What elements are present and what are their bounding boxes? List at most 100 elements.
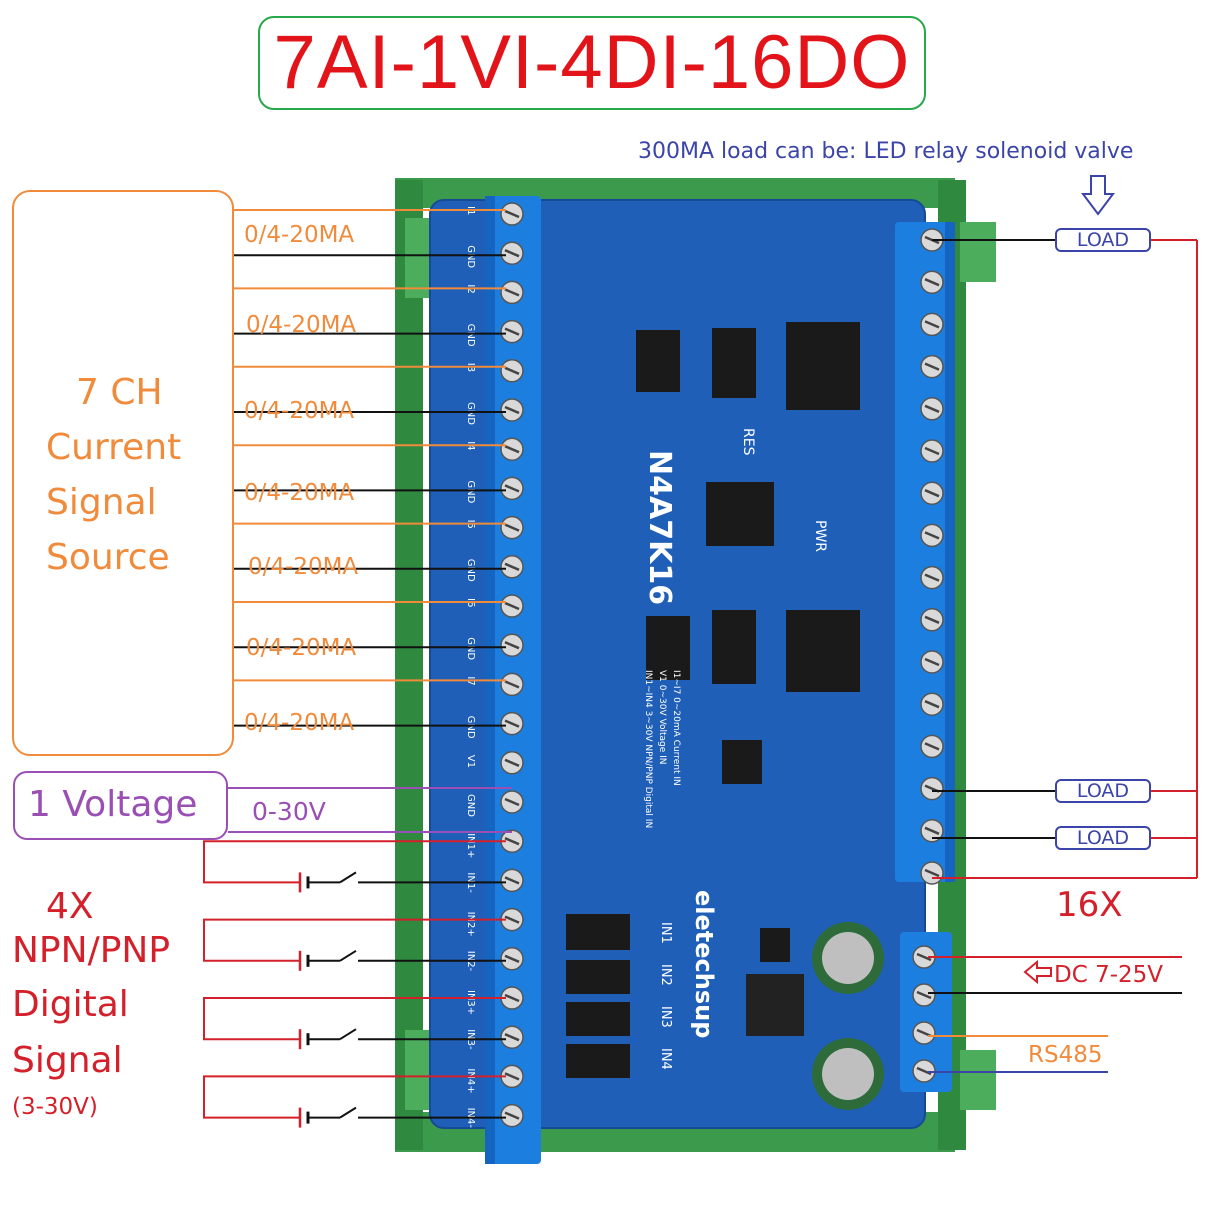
left-terminal-screw[interactable] (500, 790, 524, 814)
power-terminal-screw[interactable] (912, 983, 936, 1007)
channel-4-range: 0/4-20MA (244, 480, 355, 506)
terminal-label: GND (465, 480, 476, 503)
left-terminal-screw[interactable] (500, 437, 524, 461)
output-terminal-screw[interactable] (920, 650, 944, 674)
switch-blade (339, 871, 357, 884)
terminal-label: GND (465, 637, 476, 660)
digital-input-loop (203, 1075, 506, 1119)
left-terminal-screw[interactable] (500, 751, 524, 775)
output-terminal-screw[interactable] (920, 861, 944, 885)
digital-input-loop (203, 918, 506, 962)
down-arrow-icon (1081, 175, 1115, 216)
output-wires (932, 175, 1198, 879)
output-terminal-screw[interactable] (920, 692, 944, 716)
left-terminal-screw[interactable] (500, 1064, 524, 1089)
in3-label: IN3 (658, 1006, 673, 1028)
left-terminal-screw[interactable] (500, 280, 524, 305)
left-terminal-screw[interactable] (500, 515, 524, 540)
page-title: 7AI-1VI-4DI-16DO (273, 20, 911, 105)
right-terminal-strip (895, 222, 955, 1092)
power-value: DC 7-25V (1054, 962, 1164, 988)
voltage-input-wires (228, 787, 512, 833)
terminal-label: IN4+ (465, 1068, 476, 1093)
left-terminal-screw[interactable] (500, 907, 524, 932)
load-box-3: LOAD (1055, 826, 1151, 850)
terminal-label: V1 (465, 755, 476, 768)
output-terminal-screw[interactable] (920, 565, 944, 590)
channel-3-range: 0/4-20MA (244, 398, 355, 424)
power-terminal-screw[interactable] (912, 1021, 936, 1045)
left-terminal-screw[interactable] (500, 1025, 524, 1049)
pwr-label: PWR (812, 520, 828, 552)
current-source-line-4: Source (46, 537, 170, 578)
load-box-1: LOAD (1055, 228, 1151, 252)
output-terminal-screw[interactable] (920, 608, 944, 632)
output-terminal-screw[interactable] (920, 397, 944, 421)
left-terminal-screw[interactable] (500, 555, 524, 579)
rs485-label: RS485 (1028, 1042, 1103, 1068)
title-frame: 7AI-1VI-4DI-16DO (258, 16, 926, 110)
channel-2-range: 0/4-20MA (246, 312, 357, 338)
digital-line-1: 4X (46, 886, 94, 927)
in4-label: IN4 (658, 1048, 673, 1070)
left-terminal-screw[interactable] (500, 476, 524, 501)
terminal-label: GND (465, 245, 476, 268)
board-note-2: V1 0~30V Voltage IN (657, 670, 667, 765)
left-terminal-screw[interactable] (500, 202, 524, 226)
voltage-range: 0-30V (252, 797, 326, 826)
terminal-label: IN2+ (465, 912, 476, 937)
output-terminal-screw[interactable] (920, 270, 944, 294)
terminal-label: GND (465, 794, 476, 817)
power-label: DC 7-25V (1020, 962, 1163, 988)
digital-line-4: Signal (12, 1040, 123, 1081)
left-terminal-screw[interactable] (500, 594, 524, 618)
digital-input-wires (203, 840, 506, 1128)
terminal-label: GND (465, 402, 476, 425)
output-terminal-screw[interactable] (920, 439, 944, 463)
digital-input-loop (203, 840, 506, 884)
switch-blade (339, 1028, 357, 1041)
left-terminal-screw[interactable] (500, 633, 524, 657)
capacitors (812, 922, 884, 1110)
load-box-2: LOAD (1055, 779, 1151, 803)
channel-6-range: 0/4-20MA (246, 635, 357, 661)
in1-label: IN1 (658, 922, 673, 944)
output-terminal-screw[interactable] (920, 312, 944, 337)
left-terminal-screw[interactable] (500, 319, 524, 344)
board-brand: eletechsup (690, 890, 718, 1038)
board-note-1: I1~I7 0~20mA Current IN (671, 670, 681, 786)
output-terminal-screw[interactable] (920, 481, 944, 505)
left-terminal-screw[interactable] (500, 947, 524, 971)
channel-5-range: 0/4-20MA (248, 554, 359, 580)
voltage-box (13, 771, 228, 840)
left-terminal-screw[interactable] (500, 986, 524, 1010)
channel-7-range: 0/4-20MA (244, 710, 355, 736)
terminal-label: IN1+ (465, 833, 476, 858)
terminal-label: IN3+ (465, 990, 476, 1015)
output-count: 16X (1056, 885, 1123, 925)
left-terminal-screw[interactable] (500, 359, 524, 383)
output-terminal-screw[interactable] (920, 523, 944, 548)
output-terminal-screw[interactable] (920, 819, 944, 843)
left-terminal-screw[interactable] (500, 398, 524, 422)
digital-range: (3-30V) (12, 1094, 98, 1120)
digital-input-loop (203, 997, 506, 1041)
res-label: RES (740, 428, 756, 456)
output-terminal-screw[interactable] (920, 354, 944, 379)
output-terminal-screw[interactable] (920, 776, 944, 801)
in2-label: IN2 (658, 964, 673, 986)
left-arrow-icon (1023, 959, 1052, 985)
left-terminal-screw[interactable] (500, 1103, 524, 1128)
current-source-line-3: Signal (46, 482, 157, 523)
power-wires (928, 956, 1182, 1073)
output-terminal-screw[interactable] (920, 734, 944, 759)
load-note: 300MA load can be: LED relay solenoid va… (638, 139, 1134, 164)
left-terminal-screw[interactable] (500, 868, 524, 893)
left-terminal-screw[interactable] (500, 711, 524, 736)
digital-line-2: NPN/PNP (12, 930, 171, 971)
left-terminal-screw[interactable] (500, 672, 524, 697)
left-terminal-screw[interactable] (500, 241, 524, 265)
digital-line-3: Digital (12, 984, 129, 1025)
current-source-line-1: 7 CH (76, 372, 163, 413)
